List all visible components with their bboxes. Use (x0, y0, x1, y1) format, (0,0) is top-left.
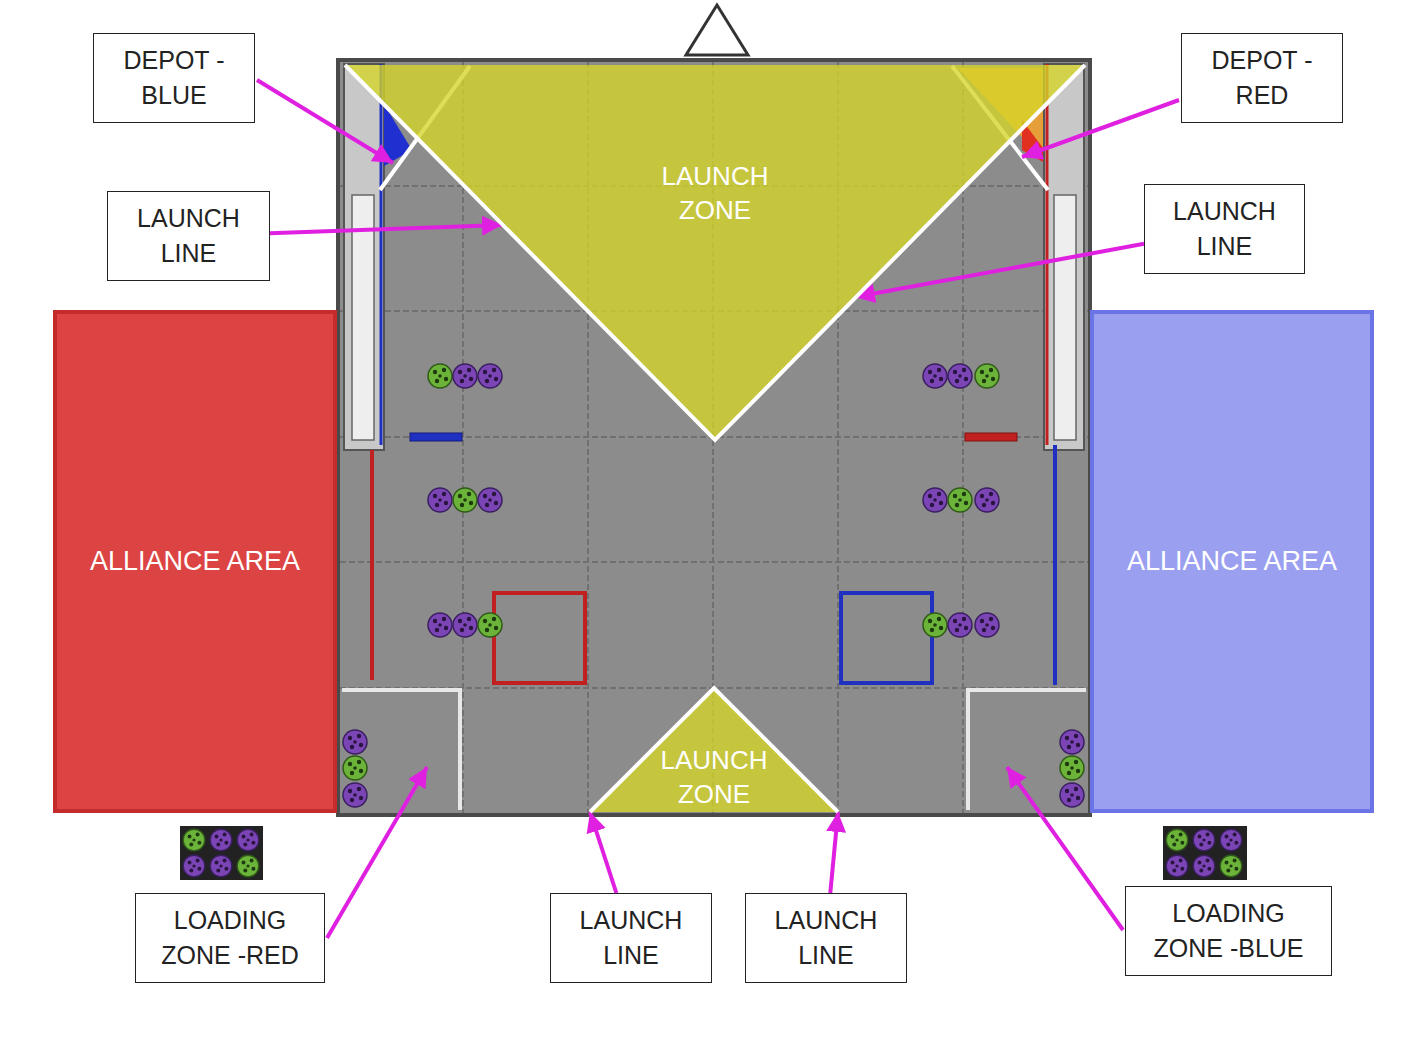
artifact-tray-blue (1163, 826, 1247, 880)
blue-tape (1053, 445, 1057, 685)
launch-zone: LAUNCH ZONE (590, 688, 838, 812)
red-tape (370, 450, 374, 680)
callout-text: LAUNCH LINE (1163, 194, 1286, 264)
loading-zone-red-outline (342, 690, 460, 810)
area-label: ALLIANCE AREA (90, 546, 300, 577)
pointer-arrow (590, 812, 616, 893)
zone-label: LAUNCH ZONE (630, 160, 800, 228)
launch-line (345, 65, 1085, 440)
launch-line (590, 688, 838, 812)
callout-text: LAUNCH LINE (126, 201, 251, 271)
callout-text: LAUNCH LINE (569, 903, 693, 973)
callout-box: LAUNCH LINE (745, 893, 907, 983)
callout-box: DEPOT -BLUE (93, 33, 255, 123)
tile-seams (340, 62, 1088, 813)
alliance-area: ALLIANCE AREA (53, 310, 337, 813)
launch-zone-fill (590, 688, 838, 812)
field-floor (338, 60, 1090, 815)
callout-box: LAUNCH LINE (550, 893, 712, 983)
callout-box: LAUNCH LINE (1144, 184, 1305, 274)
callout-box: LOADING ZONE -BLUE (1125, 886, 1332, 976)
blue-gate-bar (410, 433, 462, 441)
launch-zone: LAUNCH ZONE (345, 65, 1085, 440)
callout-text: LOADING ZONE -BLUE (1144, 896, 1313, 966)
pointer-arrow (830, 812, 838, 893)
callout-text: DEPOT -RED (1200, 43, 1324, 113)
leader-arrows (257, 80, 1179, 938)
red-gate-bar (965, 433, 1017, 441)
artifact-tray-red (180, 826, 263, 880)
pointer-arrow (270, 225, 502, 233)
zone-label: LAUNCH ZONE (649, 744, 779, 812)
alliance-area: ALLIANCE AREA (1090, 310, 1374, 813)
launch-zone-shape (345, 65, 1085, 440)
field-marker (686, 5, 748, 55)
area-label: ALLIANCE AREA (1127, 546, 1337, 577)
callout-text: LAUNCH LINE (764, 903, 888, 973)
launch-zone-fill (345, 65, 1085, 440)
callout-box: LOADING ZONE -RED (135, 893, 325, 983)
callout-text: LOADING ZONE -RED (154, 903, 306, 973)
callout-box: LAUNCH LINE (107, 191, 270, 281)
blue-base-square (841, 593, 932, 683)
red-base-square (494, 593, 585, 683)
left-goal-ramp (344, 64, 384, 450)
callout-text: DEPOT -BLUE (112, 43, 236, 113)
callout-box: DEPOT -RED (1181, 33, 1343, 123)
